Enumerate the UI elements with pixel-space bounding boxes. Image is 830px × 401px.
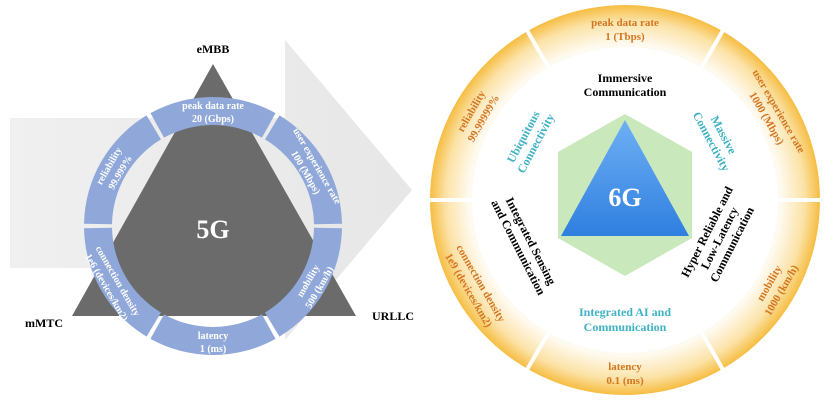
5g-latency-value: 1 (ms) xyxy=(200,344,226,355)
embb-label: eMBB xyxy=(197,42,230,56)
6g-peak-data-rate-label: peak data rate xyxy=(591,17,659,29)
5g-peak-data-rate-label: peak data rate xyxy=(182,101,244,112)
5g-segment-connection-density xyxy=(84,227,161,337)
5g-segment-peak-data-rate xyxy=(150,97,276,138)
6g-ring-divider xyxy=(698,28,726,72)
5g-latency: latency 1 (ms) xyxy=(198,331,229,355)
5g-segment-user-experience-rate xyxy=(265,115,342,225)
5g-segment-mobility xyxy=(265,227,342,337)
6g-latency-label: latency xyxy=(608,361,642,373)
5g-segment-latency xyxy=(150,314,276,355)
5g-center-label: 5G xyxy=(196,215,229,244)
6g-peak-data-rate: peak data rate 1 (Tbps) xyxy=(591,17,659,43)
6g-ring-dividers xyxy=(428,28,822,372)
6g-latency-value: 0.1 (ms) xyxy=(606,375,644,387)
5g-peak-data-rate: peak data rate 20 (Gbps) xyxy=(182,101,244,125)
6g-center-label: 6G xyxy=(608,183,641,212)
capability-ai-line2: Communication xyxy=(584,320,667,334)
scenario-immersive: Immersive Communication xyxy=(584,71,667,99)
mmtc-label: mMTC xyxy=(25,316,63,330)
6g-ring-divider xyxy=(698,328,726,372)
urllc-label: URLLC xyxy=(372,309,414,323)
scenario-immersive-line1: Immersive xyxy=(598,71,653,85)
capability-ai-line1: Integrated AI and xyxy=(579,305,671,319)
capability-ai: Integrated AI and Communication xyxy=(579,305,671,334)
6g-latency: latency 0.1 (ms) xyxy=(606,361,644,387)
5g-latency-label: latency xyxy=(198,331,229,342)
5g-peak-data-rate-value: 20 (Gbps) xyxy=(192,114,234,125)
6g-ring-divider xyxy=(524,28,552,72)
5g-ring xyxy=(84,97,342,355)
scenario-immersive-line2: Communication xyxy=(584,85,667,99)
6g-triangle xyxy=(561,120,689,236)
5g-segment-reliability xyxy=(84,115,161,225)
6g-peak-data-rate-value: 1 (Tbps) xyxy=(605,31,645,43)
5g-triangle xyxy=(72,64,356,316)
6g-ring-divider xyxy=(524,328,552,372)
